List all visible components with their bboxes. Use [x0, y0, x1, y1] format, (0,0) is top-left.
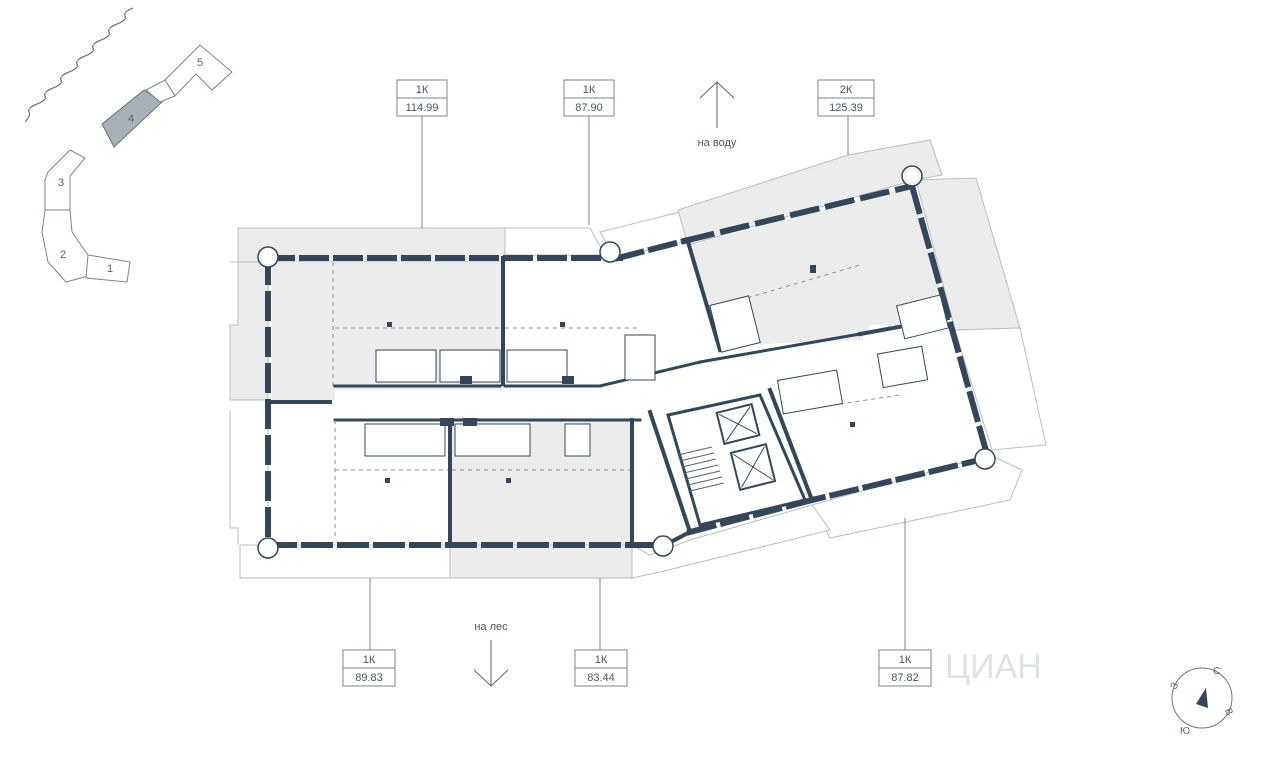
key-building-1-label: 1: [107, 263, 113, 275]
bathrooms: [364, 294, 950, 457]
compass-south: Ю: [1180, 726, 1190, 737]
compass-north: С: [1213, 666, 1220, 677]
key-building-2[interactable]: [41, 209, 91, 283]
apartment-label-5[interactable]: 1К 87.82: [878, 518, 932, 687]
apartment-area-4: 83.44: [587, 672, 615, 684]
key-building-2-label: 2: [60, 249, 66, 261]
apartment-type-5: 1К: [899, 654, 912, 666]
forest-direction: на лес: [473, 621, 509, 687]
corner-columns: [257, 165, 996, 559]
compass-west: З: [1169, 681, 1182, 692]
water-direction: на воду: [698, 81, 737, 149]
river-wave: [24, 7, 134, 123]
apartment-labels: 1К 114.99 1К 87.90 2К 125.39 1К 89.83: [342, 79, 932, 687]
stair-lift-core: [666, 393, 808, 527]
key-building-4[interactable]: [101, 89, 163, 148]
water-direction-label: на воду: [698, 137, 737, 149]
apartment-area-2: 125.39: [829, 102, 863, 114]
apartment-type-3: 1К: [363, 654, 376, 666]
key-building-5[interactable]: [164, 44, 233, 97]
walls: [265, 182, 992, 548]
compass-arrow-icon: [1196, 688, 1208, 708]
apartment-area-0: 114.99: [406, 102, 439, 114]
apartment-label-2[interactable]: 2К 125.39: [817, 79, 875, 155]
key-building-1[interactable]: [85, 254, 131, 283]
key-building-3-label: 3: [58, 177, 64, 189]
apartment-area-1: 87.90: [575, 102, 603, 114]
forest-direction-label: на лес: [474, 621, 508, 633]
compass: С В Ю З: [1169, 666, 1235, 737]
key-building-3[interactable]: [44, 149, 86, 211]
apartment-label-4[interactable]: 1К 83.44: [574, 578, 628, 687]
apartment-type-0: 1К: [416, 84, 429, 96]
apartment-type-1: 1К: [583, 84, 596, 96]
apartment-area-3: 89.83: [355, 672, 383, 684]
apartment-label-1[interactable]: 1К 87.90: [563, 79, 615, 225]
apartment-type-2: 2К: [840, 84, 853, 96]
watermark: ЦИАН: [945, 648, 1042, 686]
key-building-5-label: 5: [197, 57, 203, 69]
apartment-type-4: 1К: [595, 654, 608, 666]
building-plan: [229, 139, 1047, 579]
key-map: 5 4 3 2 1: [24, 7, 233, 283]
apartment-area-5: 87.82: [891, 672, 919, 684]
compass-east: В: [1222, 707, 1235, 719]
key-building-4-link: [145, 79, 176, 103]
apartment-label-3[interactable]: 1К 89.83: [342, 578, 396, 687]
key-building-4-label: 4: [128, 113, 134, 125]
apartment-label-0[interactable]: 1К 114.99: [396, 79, 448, 228]
